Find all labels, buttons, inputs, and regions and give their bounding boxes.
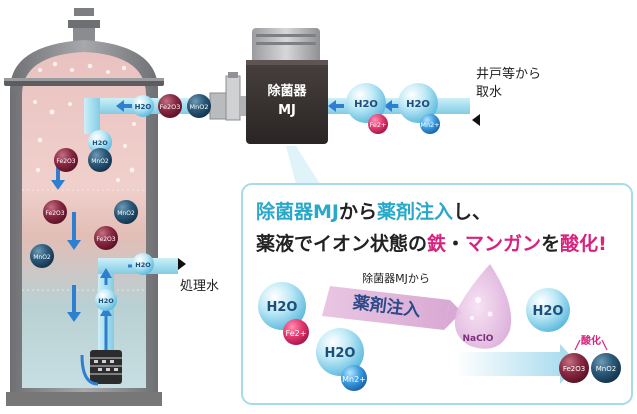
svg-text:H2O: H2O (267, 300, 298, 315)
callout-box: 除菌器MJから薬剤注入し、 薬液でイオン状態の鉄・マンガンを酸化! H2O Fe… (241, 183, 633, 405)
svg-text:H2O: H2O (354, 99, 378, 110)
callout-molecule-h2o-result: H2O (526, 288, 570, 332)
svg-text:MnO2: MnO2 (91, 158, 109, 165)
callout-molecule-h2o-mn-ion: H2O Mn2+ (316, 328, 367, 391)
callout-headline: 除菌器MJから薬剤注入し、 (256, 200, 491, 223)
svg-text:H2O: H2O (92, 139, 108, 147)
svg-text:Fe2+: Fe2+ (370, 121, 387, 129)
svg-text:Fe2O3: Fe2O3 (96, 236, 115, 243)
device-name-line2: MJ (278, 103, 296, 118)
molecule-mno2: MnO2 (187, 94, 211, 118)
svg-text:処理水: 処理水 (180, 279, 219, 294)
svg-text:MnO2: MnO2 (33, 254, 51, 261)
device-name-line1: 除菌器 (267, 83, 307, 99)
molecule-h2o-mn-ion: H2O Mn2+ (398, 83, 440, 134)
svg-text:Fe2O3: Fe2O3 (563, 365, 585, 373)
svg-text:取水: 取水 (476, 85, 502, 100)
callout-subline: 薬液でイオン状態の鉄・マンガンを酸化! (255, 232, 607, 255)
result-arrow (456, 344, 578, 384)
svg-text:MnO2: MnO2 (190, 103, 209, 111)
svg-text:Fe2+: Fe2+ (286, 329, 307, 338)
svg-text:H2O: H2O (406, 99, 430, 110)
pressure-tank (4, 8, 178, 406)
svg-text:Fe2O3: Fe2O3 (160, 103, 181, 111)
svg-text:H2O: H2O (135, 103, 152, 111)
svg-text:酸化: 酸化 (581, 334, 601, 347)
molecule-fe2o3: Fe2O3 (158, 94, 182, 118)
intake-label: 井戸等から 取水 (472, 66, 541, 126)
svg-text:H2O: H2O (325, 346, 356, 361)
strainer-icon (90, 350, 122, 384)
callout-pointer (286, 146, 320, 184)
callout-molecule-fe2o3: Fe2O3 (559, 353, 589, 383)
injection-caption: 除菌器MJから (362, 271, 430, 285)
oxidation-label: 酸化 (574, 334, 608, 351)
svg-text:Mn2+: Mn2+ (342, 375, 366, 384)
svg-text:H2O: H2O (98, 297, 114, 305)
treated-water-label: 処理水 (178, 258, 219, 294)
pipe-molecules: H2O Fe2O3 MnO2 H2O Fe2+ H2O Mn2+ (132, 83, 440, 134)
svg-text:MnO2: MnO2 (117, 210, 135, 217)
svg-text:NaClO: NaClO (463, 334, 494, 344)
svg-text:H2O: H2O (135, 261, 151, 269)
svg-text:Fe2O3: Fe2O3 (45, 210, 64, 217)
molecule-h2o: H2O (132, 95, 154, 117)
valve-icon (209, 72, 248, 121)
outlet-arrow-icon (178, 258, 186, 270)
svg-text:H2O: H2O (533, 304, 564, 319)
intake-arrow-icon (472, 114, 480, 126)
naclo-drop: NaClO (454, 264, 512, 349)
svg-text:MnO2: MnO2 (596, 365, 616, 373)
molecule-h2o-fe-ion: H2O Fe2+ (346, 83, 388, 134)
svg-text:井戸等から: 井戸等から (476, 66, 541, 82)
injection-arrow: 除菌器MJから 薬剤注入 (322, 271, 462, 330)
svg-text:Fe2O3: Fe2O3 (56, 158, 75, 165)
disinfector-mj-device: 除菌器 MJ (246, 28, 328, 144)
tank-molecules: H2O Fe2O3 MnO2 Fe2O3 MnO2 Fe2O3 MnO2 H2O… (30, 130, 154, 311)
svg-text:Mn2+: Mn2+ (420, 121, 439, 129)
callout-molecule-h2o-fe-ion: H2O Fe2+ (258, 282, 309, 345)
callout-molecule-mno2: MnO2 (591, 353, 621, 383)
